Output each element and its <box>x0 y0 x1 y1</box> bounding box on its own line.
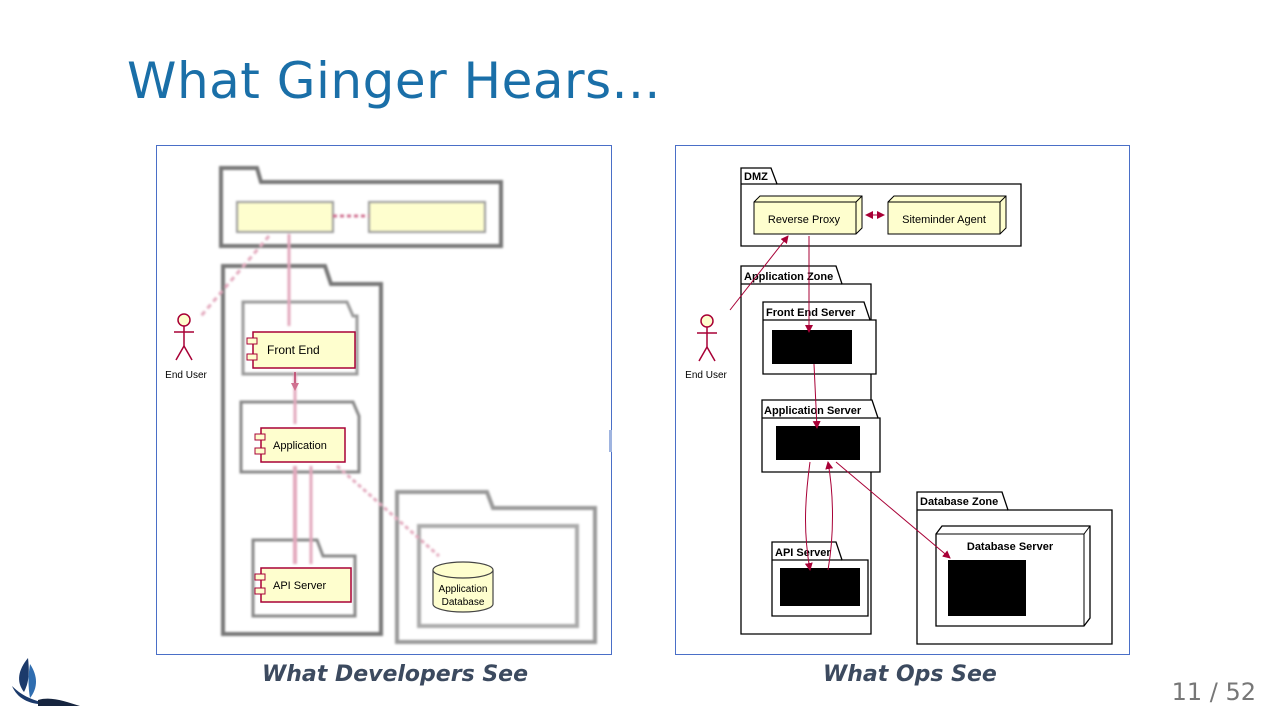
dmz-label: DMZ <box>744 171 768 183</box>
redacted-block <box>772 330 852 364</box>
api-server-label: API Server <box>273 580 327 592</box>
redacted-block <box>780 568 860 606</box>
end-user-actor: End User <box>685 314 728 381</box>
siteminder-node-blur <box>368 201 486 233</box>
application-server: Application Server <box>761 399 881 473</box>
database-server: Database Server <box>935 525 1091 627</box>
user-to-proxy-arrow <box>729 235 789 311</box>
page-number: 11 / 52 <box>1171 678 1256 706</box>
api-server: API Server <box>771 541 869 617</box>
siteminder-node: Siteminder Agent <box>887 195 1007 235</box>
panel-divider-mark <box>609 430 612 452</box>
developers-caption: What Developers See <box>262 662 529 687</box>
api-server-label: API Server <box>775 547 831 559</box>
siteminder-label: Siteminder Agent <box>902 214 986 226</box>
application-zone-label: Application Zone <box>744 271 833 283</box>
front-end-label: Front End <box>267 343 320 357</box>
ops-caption: What Ops See <box>823 662 997 687</box>
app-to-db-arrow <box>835 461 951 559</box>
svg-text:Database: Database <box>442 597 485 608</box>
api-server-component: API Server <box>254 567 352 603</box>
application-label: Application <box>273 440 327 452</box>
end-user-actor: End User <box>165 313 208 381</box>
application-server-label: Application Server <box>764 405 862 417</box>
front-end-server: Front End Server <box>762 301 877 375</box>
ops-diagram: DMZ Reverse Proxy Siteminder Agent Appli… <box>685 167 1113 645</box>
database-zone-label: Database Zone <box>920 496 998 508</box>
redacted-block <box>776 426 860 460</box>
front-end-server-label: Front End Server <box>766 307 856 319</box>
reverse-proxy-node-blur <box>236 201 334 233</box>
database-server-label: Database Server <box>967 541 1054 553</box>
ops-diagram-panel: DMZ Reverse Proxy Siteminder Agent Appli… <box>675 145 1130 655</box>
reverse-proxy-node: Reverse Proxy <box>753 195 863 235</box>
company-logo <box>8 656 82 714</box>
end-user-label: End User <box>165 370 207 381</box>
application-database: Application Database <box>432 561 494 613</box>
developers-diagram-panel: Front End Application API Server Applica… <box>156 145 612 655</box>
api-to-app-arrow <box>825 461 834 571</box>
application-component: Application <box>254 427 346 463</box>
reverse-proxy-label: Reverse Proxy <box>768 214 841 226</box>
slide-title: What Ginger Hears... <box>127 52 661 110</box>
frontend-to-app-arrow <box>812 363 821 429</box>
end-user-label: End User <box>685 370 727 381</box>
front-end-component: Front End <box>246 331 356 369</box>
database-label: Application <box>439 584 488 595</box>
developers-diagram: Front End Application API Server Applica… <box>165 166 597 644</box>
redacted-block <box>948 560 1026 616</box>
app-to-api-arrow <box>804 461 813 571</box>
